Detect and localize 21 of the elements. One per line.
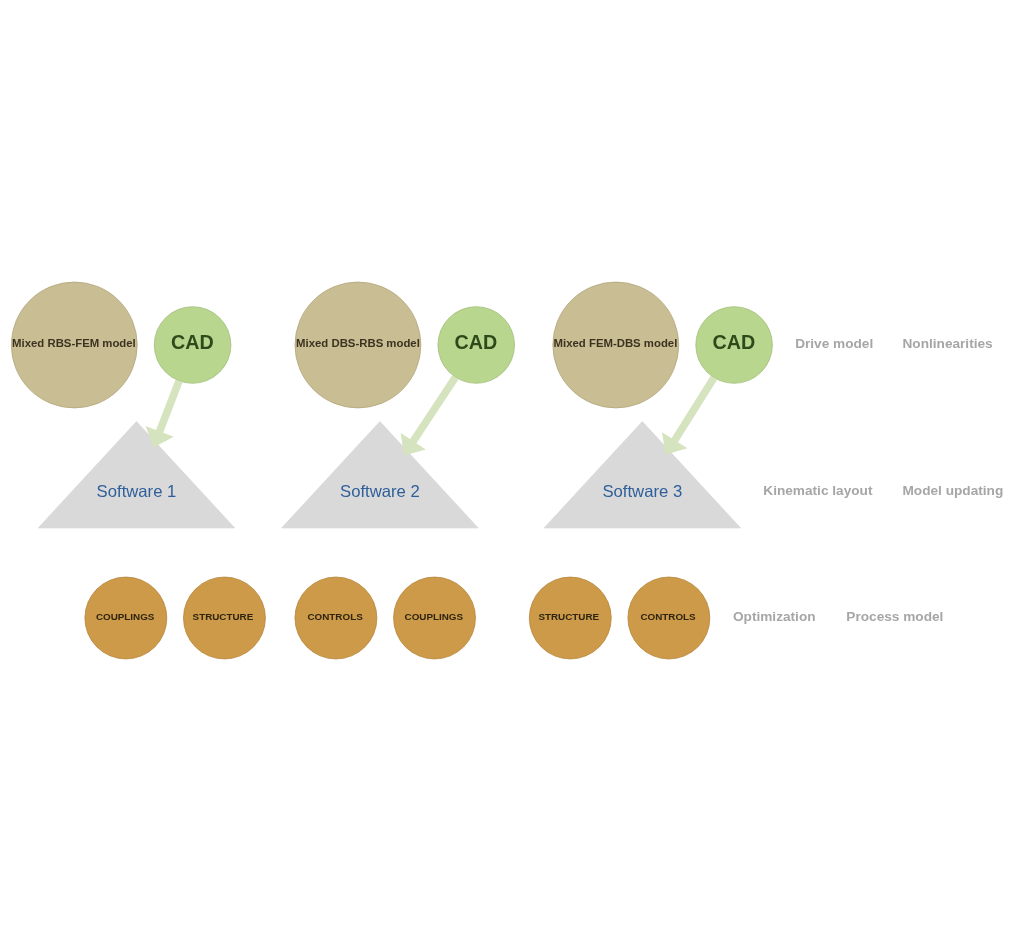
label: Model updating — [902, 482, 1004, 498]
node-circle: STRUCTURE — [183, 576, 266, 659]
node-circle: STRUCTURE — [528, 576, 612, 659]
label: Process model — [846, 608, 944, 624]
node-circle: CONTROLS — [294, 576, 378, 659]
arrow — [145, 379, 183, 447]
node-circle: Mixed RBS-FEM model — [10, 281, 138, 408]
node-circle: Mixed FEM-DBS model — [552, 281, 680, 408]
arrow — [662, 375, 718, 455]
arrow — [400, 374, 459, 455]
node-circle: CAD — [153, 305, 232, 384]
label: Drive model — [795, 335, 874, 351]
node-circle: COUPLINGS — [84, 576, 168, 659]
node-circle: COUPLINGS — [393, 576, 476, 659]
label: Kinematic layout — [763, 482, 873, 498]
node-circle: CONTROLS — [627, 576, 711, 659]
node-circle: CAD — [437, 305, 515, 384]
label: Optimization — [732, 608, 816, 624]
node-circle: CAD — [695, 305, 773, 384]
node-circle: Mixed DBS-RBS model — [294, 281, 422, 408]
label: Nonlinearities — [902, 335, 993, 351]
